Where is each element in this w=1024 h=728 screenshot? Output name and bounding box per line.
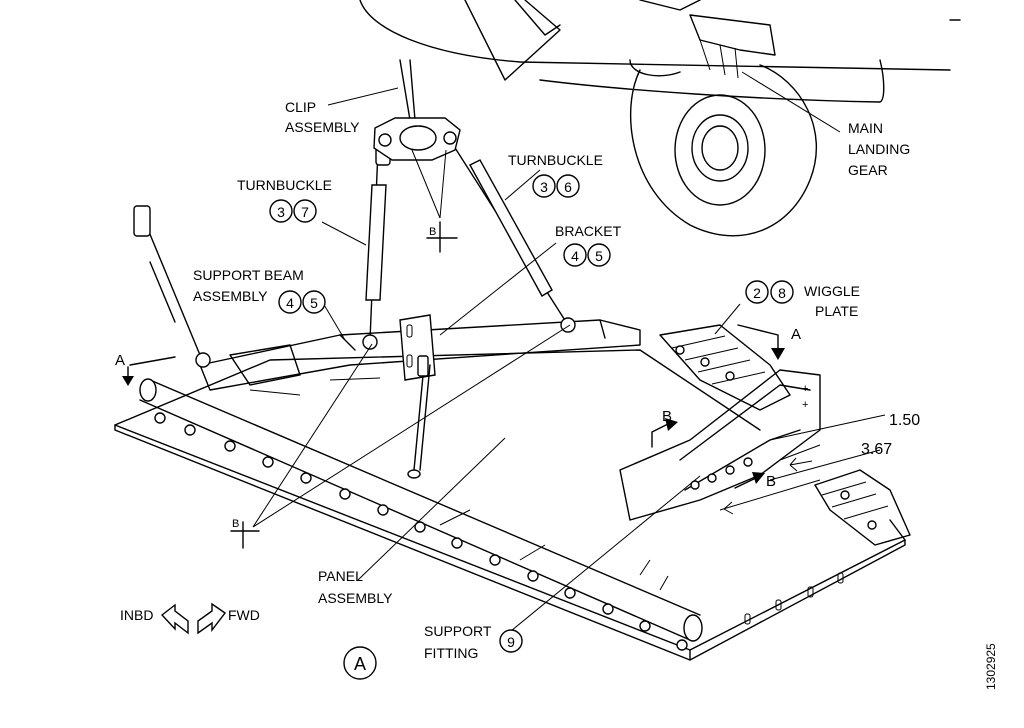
mlg-label-line-1: MAIN xyxy=(848,120,883,136)
support-fitting-label-line-2: FITTING xyxy=(424,645,478,661)
dimension-3-67: 3.67 xyxy=(861,441,892,458)
callout-support-beam: 4 5 xyxy=(278,290,326,314)
main-landing-gear-wheel xyxy=(629,59,818,237)
panel-assembly-plate xyxy=(114,349,906,661)
callout-number: 2 xyxy=(753,285,761,301)
section-a-right-marker xyxy=(737,324,785,360)
section-a-right-label: A xyxy=(791,326,801,343)
svg-text:+: + xyxy=(802,399,808,411)
callout-number: 3 xyxy=(277,204,285,220)
callout-bracket: 4 5 xyxy=(563,243,611,267)
callout-turnbuckle-left: 3 7 xyxy=(269,199,317,223)
wiggle-plate-label-line-1: WIGGLE xyxy=(804,283,860,299)
turnbuckle-right-label: TURNBUCKLE xyxy=(508,152,603,168)
section-b-top-label: B xyxy=(429,226,436,238)
support-beam-assembly xyxy=(199,319,641,396)
mlg-label-line-3: GEAR xyxy=(848,162,888,178)
section-a-left-label: A xyxy=(115,352,125,369)
support-beam-label-line-1: SUPPORT BEAM xyxy=(193,267,304,283)
callout-number: 5 xyxy=(310,295,318,311)
turnbuckle-left-label: TURNBUCKLE xyxy=(237,177,332,193)
callout-number: 7 xyxy=(301,204,309,220)
turnbuckle-left xyxy=(362,144,391,350)
dimension-lines xyxy=(719,414,886,515)
callout-number: 5 xyxy=(595,248,603,264)
support-beam-label-line-2: ASSEMBLY xyxy=(193,288,268,304)
panel-edge-tube xyxy=(139,378,703,642)
callout-number: 3 xyxy=(540,179,548,195)
callout-support-fitting: 9 xyxy=(499,629,523,653)
callout-number: 9 xyxy=(507,634,515,650)
mlg-label-line-2: LANDING xyxy=(848,141,910,157)
edge-fasteners xyxy=(154,412,688,651)
support-fitting: + + xyxy=(619,369,821,521)
callout-number: 8 xyxy=(778,285,786,301)
leader-lines xyxy=(252,71,841,641)
panel-assembly-label-line-1: PANEL xyxy=(318,568,363,584)
section-b-arrow-marker xyxy=(734,472,765,489)
section-a-left-marker xyxy=(122,356,176,386)
callout-number: 4 xyxy=(286,295,294,311)
wiggle-plate-label-line-2: PLATE xyxy=(815,303,858,319)
fwd-arrow-icon xyxy=(197,602,227,635)
support-fitting-label-line-1: SUPPORT xyxy=(424,623,492,639)
panel-slots xyxy=(744,572,844,625)
aircraft-body-outline xyxy=(359,0,961,103)
inbd-label: INBD xyxy=(120,607,153,623)
view-a-label: A xyxy=(343,646,377,680)
view-a-letter: A xyxy=(354,654,366,674)
panel-assembly-label-line-2: ASSEMBLY xyxy=(318,590,393,606)
dimension-1-50: 1.50 xyxy=(889,412,920,429)
clip-label-line-1: CLIP xyxy=(285,99,316,115)
figure-number: 1302925 xyxy=(984,643,998,690)
bracket-label: BRACKET xyxy=(555,223,622,239)
wiggle-plate-lower xyxy=(814,469,911,546)
turnbuckle-outboard xyxy=(133,205,211,368)
section-b-bottom-label: B xyxy=(232,518,239,530)
section-b-bottom-marker xyxy=(230,521,260,549)
callout-turnbuckle-right: 3 6 xyxy=(532,174,580,198)
wiggle-plate-upper xyxy=(659,324,791,411)
callout-wiggle-plate: 2 8 xyxy=(745,280,794,304)
clip-assembly xyxy=(373,59,461,161)
section-b-arrow-label: B xyxy=(766,473,776,490)
section-b-flag-label: B xyxy=(662,408,672,425)
section-b-top-marker xyxy=(426,221,458,253)
callout-number: 6 xyxy=(564,179,572,195)
svg-text:+: + xyxy=(802,383,808,395)
section-b-flag-marker xyxy=(651,418,678,448)
fwd-label: FWD xyxy=(228,607,260,623)
callout-number: 4 xyxy=(571,248,579,264)
clip-label-line-2: ASSEMBLY xyxy=(285,119,360,135)
inbd-arrow-icon xyxy=(160,603,189,635)
